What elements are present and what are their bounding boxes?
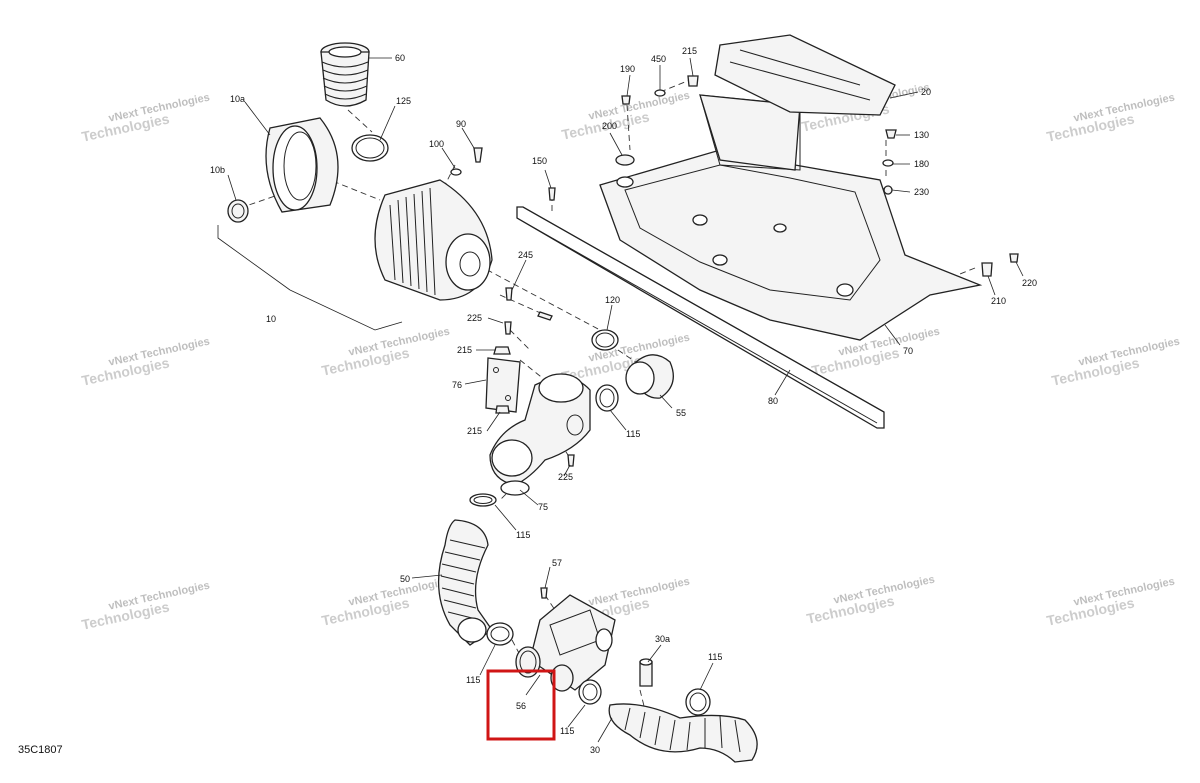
highlight-box-part-56	[486, 669, 556, 741]
callout-200: 200	[602, 121, 617, 131]
nut-230	[883, 185, 893, 195]
callout-220: 220	[1022, 278, 1037, 288]
callout-115-upper: 115	[626, 429, 640, 439]
callout-75: 75	[538, 502, 548, 512]
callout-76: 76	[452, 380, 462, 390]
fitting-30a	[639, 658, 653, 687]
intake-bellow-60	[320, 42, 370, 107]
callout-245: 245	[518, 250, 533, 260]
air-filter-10	[374, 179, 493, 301]
callout-55: 55	[676, 408, 686, 418]
screw-150	[548, 187, 556, 201]
callout-450: 450	[651, 54, 666, 64]
callout-120: 120	[605, 295, 620, 305]
screw-220	[1009, 253, 1019, 263]
callout-70: 70	[903, 346, 913, 356]
clamp-115-upper	[595, 384, 619, 412]
screw-225-lower	[567, 454, 575, 467]
y-adapter-75	[489, 373, 591, 496]
filter-housing-10a	[265, 117, 339, 213]
callout-150: 150	[532, 156, 547, 166]
screw-225-upper	[504, 321, 512, 335]
nut-215	[493, 346, 511, 355]
screw-190	[621, 95, 631, 105]
grommet-200	[615, 154, 635, 166]
callout-215-top: 215	[682, 46, 697, 56]
callout-125: 125	[396, 96, 411, 106]
callout-50: 50	[400, 574, 410, 584]
callout-225-lower: 225	[558, 472, 573, 482]
washer-450	[654, 89, 666, 97]
cap-10b	[227, 199, 249, 223]
callout-30a: 30a	[655, 634, 670, 644]
screw-90	[473, 147, 483, 163]
clip-215-top	[687, 75, 699, 87]
rail-80	[516, 206, 885, 429]
screw-57	[540, 587, 548, 599]
callout-80: 80	[768, 396, 778, 406]
callout-60: 60	[395, 53, 405, 63]
group-bracket-10	[217, 225, 403, 331]
callout-115-mid: 115	[516, 530, 530, 540]
callout-20: 20	[921, 87, 931, 97]
callout-57: 57	[552, 558, 562, 568]
airbox-tray-70	[599, 94, 983, 341]
callout-labels: 60 10a 125 10b 90 100 10 150 245 225 215…	[210, 46, 1037, 755]
clip-210	[981, 262, 993, 277]
clamp-115-lower-left	[486, 622, 514, 646]
leader-lines	[227, 57, 1024, 743]
hose-50	[437, 519, 493, 646]
callout-225-upper: 225	[467, 313, 482, 323]
callout-130: 130	[914, 130, 929, 140]
diagram-reference-code: 35C1807	[18, 744, 63, 756]
clamp-115-right	[685, 688, 711, 716]
elbow-duct-55	[625, 354, 674, 399]
callout-180: 180	[914, 159, 929, 169]
clamp-115-mid	[469, 493, 497, 507]
callout-215: 215	[457, 345, 472, 355]
airbox-cover-20	[714, 34, 896, 116]
callout-10a: 10a	[230, 94, 245, 104]
clamp-115-lower	[578, 679, 602, 705]
callout-115-lower-left: 115	[466, 675, 480, 685]
nut-215-lower	[495, 405, 510, 414]
washer-100	[450, 168, 462, 176]
callout-10b: 10b	[210, 165, 225, 175]
screw-130	[885, 129, 897, 139]
bracket-76	[485, 357, 521, 413]
clamp-120	[591, 329, 619, 351]
callout-100: 100	[429, 139, 444, 149]
callout-190: 190	[620, 64, 635, 74]
callout-215-lower: 215	[467, 426, 482, 436]
clamp-125	[351, 134, 389, 162]
fastener-245	[505, 287, 513, 301]
callout-90: 90	[456, 119, 466, 129]
callout-115-right: 115	[708, 652, 722, 662]
callout-210: 210	[991, 296, 1006, 306]
washer-180	[882, 159, 894, 167]
pin-part	[537, 311, 553, 321]
callout-10: 10	[266, 314, 276, 324]
callout-115-lower: 115	[560, 726, 574, 736]
callout-30: 30	[590, 745, 600, 755]
callout-56: 56	[516, 701, 526, 711]
hose-30	[608, 703, 758, 763]
callout-230: 230	[914, 187, 929, 197]
